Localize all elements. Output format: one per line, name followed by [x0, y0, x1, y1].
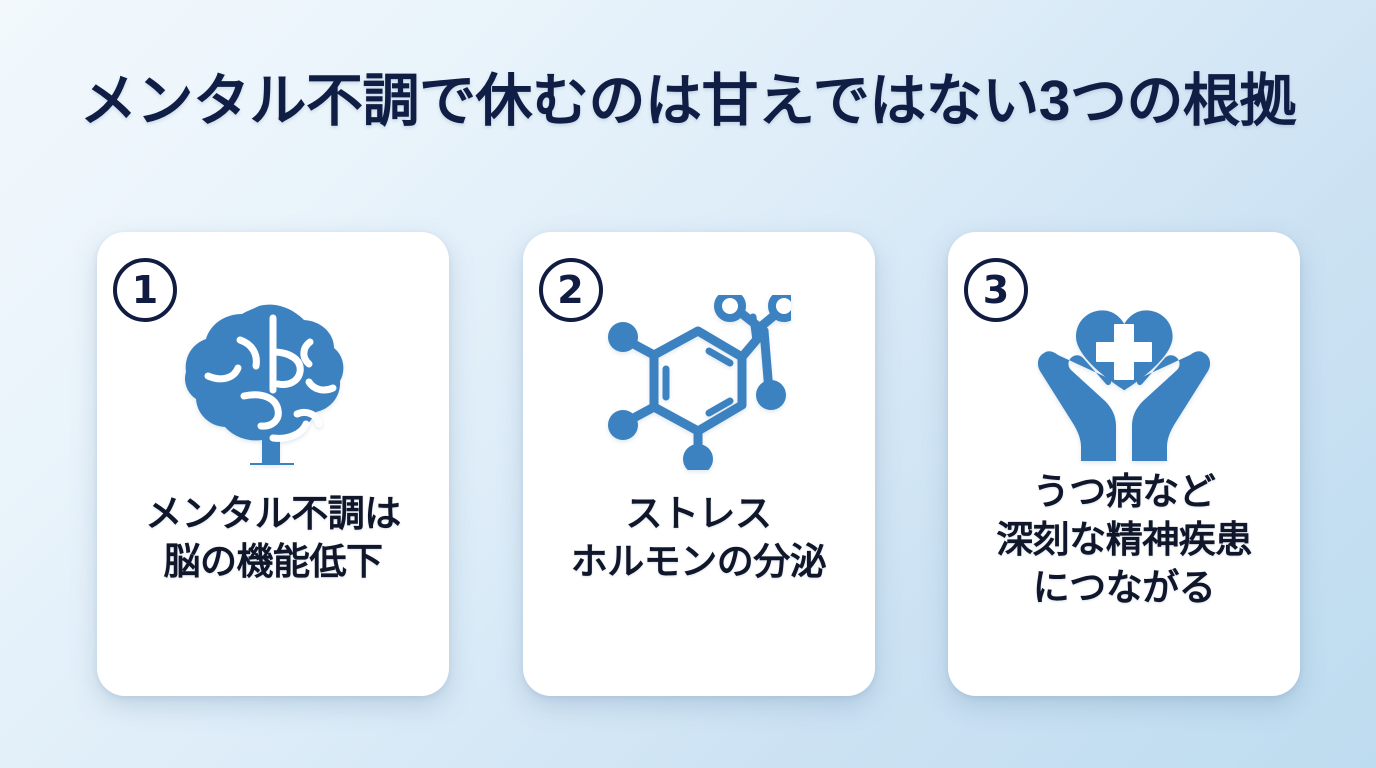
- reason-card-2: 2: [522, 232, 875, 696]
- reason-card-list: 1: [97, 232, 1300, 696]
- molecule-icon: [523, 280, 875, 485]
- card-3-line-3: につながる: [1032, 567, 1216, 609]
- card-number-badge-3: 3: [964, 258, 1028, 322]
- reason-card-2-text: ストレス ホルモンの分泌: [523, 490, 875, 586]
- card-3-line-2: 深刻な精神疾患: [996, 519, 1252, 561]
- reason-card-1-text: メンタル不調は 脳の機能低下: [97, 490, 449, 586]
- reason-card-1: 1: [97, 232, 449, 696]
- card-number-badge-1: 1: [113, 258, 177, 322]
- card-2-line-2: ホルモンの分泌: [570, 541, 827, 583]
- card-1-line-1: メンタル不調は: [145, 493, 401, 534]
- card-number-badge-2: 2: [538, 258, 603, 322]
- card-1-line-2: 脳の機能低下: [163, 541, 384, 583]
- hands-holding-heart-icon: [948, 280, 1300, 485]
- reason-card-3-text: うつ病など 深刻な精神疾患 につながる: [948, 468, 1300, 612]
- reason-card-3: 3: [948, 232, 1300, 696]
- card-2-line-1: ストレス: [625, 493, 773, 534]
- card-3-line-1: うつ病など: [1032, 471, 1216, 512]
- brain-icon: [97, 280, 449, 485]
- page-title: メンタル不調で休むのは甘えではない3つの根拠: [80, 69, 1297, 133]
